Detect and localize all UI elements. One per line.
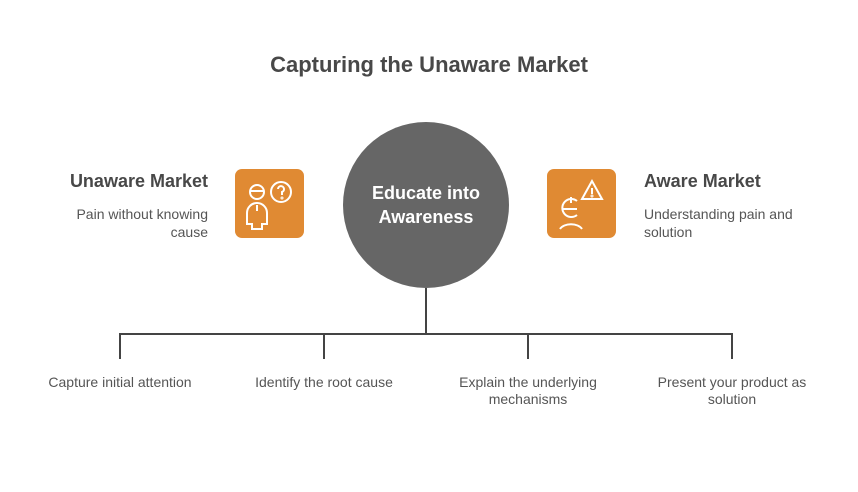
confused-person-icon xyxy=(235,169,304,238)
connector-line xyxy=(119,333,121,359)
connector-line xyxy=(731,333,733,359)
aware-desc: Understanding pain and solution xyxy=(644,206,793,240)
page-title: Capturing the Unaware Market xyxy=(270,52,588,77)
step-label: Identify the root cause xyxy=(255,374,393,390)
connector-line xyxy=(527,333,529,359)
connector-line xyxy=(323,333,325,359)
center-label: Educate into Awareness xyxy=(371,183,480,227)
person-alert-icon xyxy=(547,169,616,238)
step-label: Capture initial attention xyxy=(48,374,192,390)
educate-circle: Educate into Awareness xyxy=(343,122,509,288)
unaware-heading: Unaware Market xyxy=(69,171,208,191)
connector-line xyxy=(119,333,733,335)
connector-line xyxy=(425,288,427,334)
aware-heading: Aware Market xyxy=(644,171,761,191)
step-label: Present your product as solution xyxy=(657,374,807,407)
step-label: Explain the underlying mechanisms xyxy=(459,374,597,407)
unaware-desc: Pain without knowing cause xyxy=(76,206,208,240)
